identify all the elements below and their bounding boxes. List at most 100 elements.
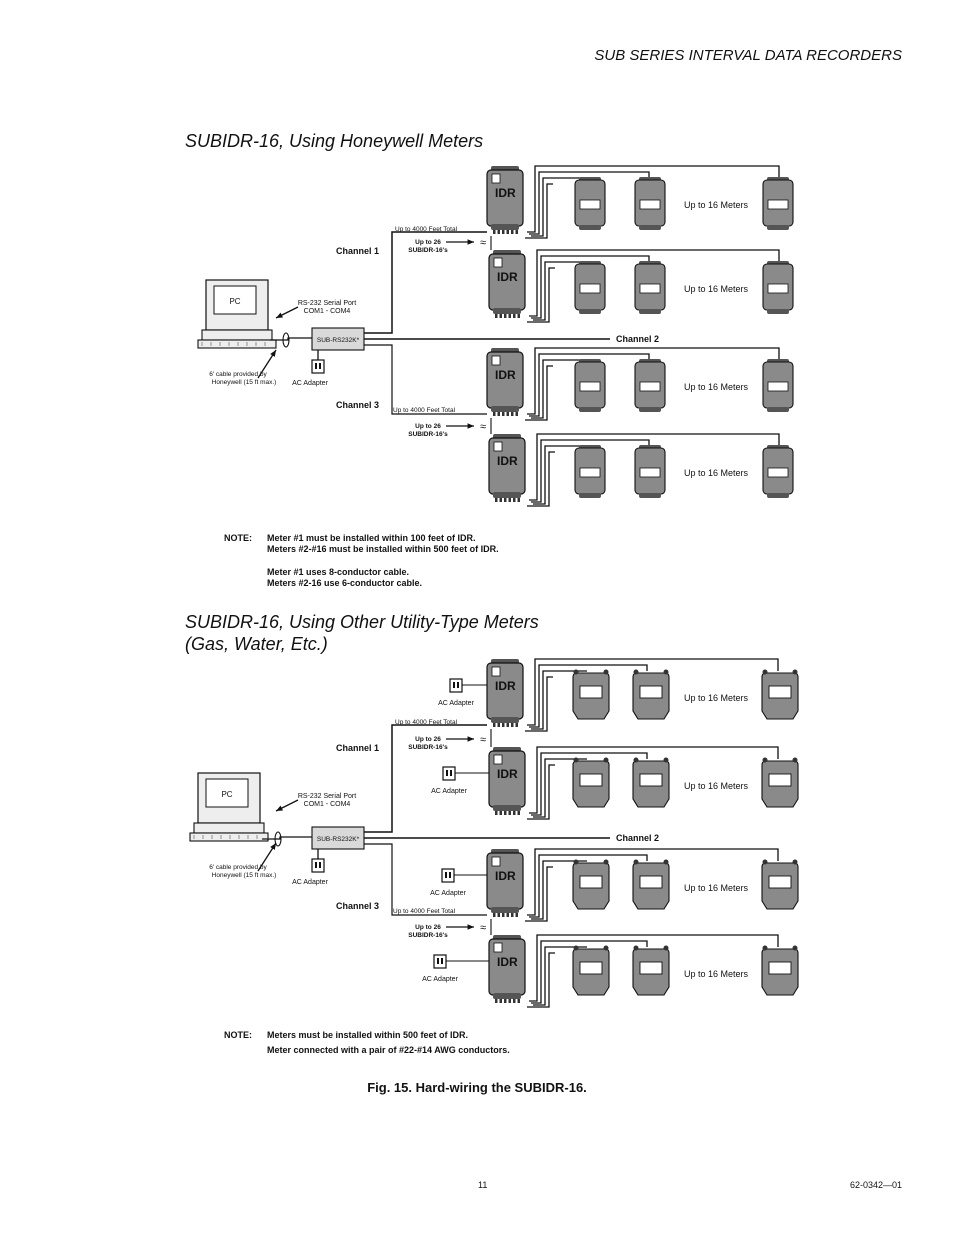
meter [761,859,799,910]
idr-terminal [495,314,498,318]
idr-terminal [513,811,516,815]
section2-title: SUBIDR-16, Using Other Utility-Type Mete… [185,611,539,655]
idr-label: IDR [495,368,516,382]
pc-base [193,822,265,834]
wire [529,171,650,235]
meter-display [768,685,792,699]
meter-mount [633,669,639,675]
idr-terminal [508,999,511,1003]
meter-mount [792,669,798,675]
meter-display [639,773,663,787]
idr-indicator [491,666,501,677]
meter-bottom-tab [579,225,601,230]
channel1-label: Channel 1 [336,246,379,256]
meter-bottom-tab [579,309,601,314]
approx-symbol: ≈ [480,237,486,249]
meter [632,859,670,910]
meter-mount [762,859,768,865]
ac-adapter-icon [442,766,456,781]
idr-unit: IDR [488,434,526,502]
page-number: 11 [478,1180,488,1190]
note-line: Meters #2-#16 must be installed within 5… [267,544,499,554]
approx-symbol: ≈ [480,734,486,746]
serial-port-label: COM1 - COM4 [304,308,351,315]
up-to-26-label: SUBIDR-16's [408,431,448,438]
idr-terminal [517,999,520,1003]
section2-title-line2: (Gas, Water, Etc.) [185,634,328,654]
idr-unit: IDR [486,348,524,416]
meter-bottom-tab [579,493,601,498]
pc-keyboard [189,832,269,842]
meter [634,359,666,412]
arrow-head [467,736,474,742]
ferrite-bead [274,831,282,847]
idr-terminal [493,723,496,727]
cable-label: Honeywell (15 ft max.) [212,379,277,386]
meter-mount [633,757,639,763]
meter-mount [573,945,579,951]
idr-terminal [515,723,518,727]
ac-adapter-label: AC Adapter [438,700,474,707]
wire [531,940,648,1004]
wire [531,439,650,503]
meter [762,177,794,230]
meter [634,445,666,498]
wire [531,255,650,319]
pc-label: PC [221,790,232,799]
ac-adapter-label: AC Adapter [431,788,467,795]
idr-terminal [497,913,500,917]
meter [762,261,794,314]
idr-bottom-tab [493,492,521,498]
meter [572,669,610,720]
meter-display [639,199,661,210]
meter-mount [603,669,609,675]
idr-terminal [493,230,496,234]
arrow-head [467,239,474,245]
idr-terminal [513,314,516,318]
arrow-head [467,924,474,930]
meter-display [639,467,661,478]
section1-title: SUBIDR-16, Using Honeywell Meters [185,131,484,151]
channel3-label: Channel 3 [336,901,379,911]
meter-bottom-tab [767,493,789,498]
wire [533,758,587,818]
meter [574,177,606,230]
meter [572,859,610,910]
idr-terminal [504,811,507,815]
idr-terminal [499,811,502,815]
idr-terminal [497,230,500,234]
idr-terminal [502,913,505,917]
adapter-prong [446,770,448,776]
meter-mount [663,859,669,865]
ac-adapter-label: AC Adapter [422,976,458,983]
idr-unit: IDR [486,166,524,234]
note-label: NOTE: [224,1030,252,1040]
ac-adapter-icon [433,954,447,969]
ac-adapter-label: AC Adapter [292,879,328,886]
wire [529,433,780,501]
adapter-body [433,954,447,969]
meters-count-label: Up to 16 Meters [684,781,749,791]
meter-mount [663,757,669,763]
idr-terminal [502,412,505,416]
wire [529,664,648,728]
up-to-26-label: SUBIDR-16's [408,932,448,939]
idr-unit: IDR [488,935,526,1003]
idr-terminal [511,723,514,727]
wire [529,249,780,317]
ac-adapter-icon [311,858,325,873]
arrow-head [270,843,276,850]
meter-mount [762,757,768,763]
pc-base [201,329,273,341]
adapter-prong [445,872,447,878]
idr-unit: IDR [486,849,524,917]
wire [527,848,779,916]
meter-mount [633,945,639,951]
meter-mount [603,859,609,865]
approx-symbol: ≈ [480,421,486,433]
wire [531,359,589,419]
wire [527,267,555,323]
adapter-prong [319,862,321,868]
meter [574,445,606,498]
meter [761,669,799,720]
